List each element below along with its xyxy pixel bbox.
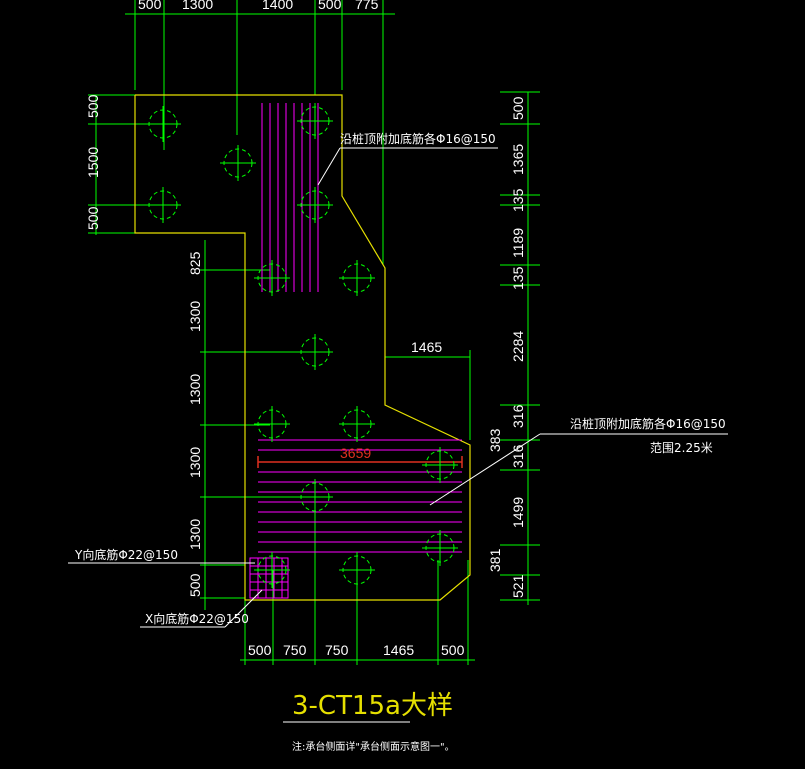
right-lower-dim-4: 1499 — [510, 497, 526, 528]
right-upper-dim-6: 2284 — [510, 331, 526, 362]
pile-3 — [220, 145, 256, 181]
left-lower-dim-4: 1300 — [187, 447, 203, 478]
bottom-dim-4: 1465 — [383, 642, 414, 658]
right-upper-dim-5: 135 — [510, 266, 526, 290]
lower-rebar — [258, 439, 462, 553]
bottom-dim-3: 750 — [325, 642, 349, 658]
left-lower-dim-6: 500 — [187, 573, 203, 597]
bottom-dim-1: 500 — [248, 642, 272, 658]
top-dim-1: 500 — [138, 0, 162, 12]
top-dim-2: 1300 — [182, 0, 213, 12]
pile-11 — [422, 447, 458, 483]
left-lower-dim-2: 1300 — [187, 301, 203, 332]
drawing-footnote: 注:承台侧面详"承台侧面示意图一"。 — [292, 740, 455, 753]
pile-7 — [339, 260, 375, 296]
right-lower-dim-1: 316 — [510, 404, 526, 428]
pile-4 — [145, 187, 181, 223]
left-lower-dim-3: 1300 — [187, 374, 203, 405]
bottom-dim-5: 500 — [441, 642, 465, 658]
right-upper-dim-4: 1189 — [510, 228, 526, 258]
dim-1465-upper: 1465 — [411, 339, 442, 355]
left-lower-dim-1: 825 — [187, 251, 203, 275]
leader-lines — [68, 147, 728, 723]
left-lower-dim-5: 1300 — [187, 519, 203, 550]
pile-8 — [297, 334, 333, 370]
left-upper-dim-1: 500 — [85, 94, 101, 118]
pile-14 — [254, 552, 290, 588]
drawing-title: 3-CT15a大样 — [292, 691, 453, 721]
pile-6 — [254, 260, 290, 296]
pile-10 — [339, 406, 375, 442]
right-lower-dim-5: 381 — [487, 548, 503, 572]
dim-3659-line — [257, 456, 463, 468]
right-upper-dim-2: 1365 — [510, 144, 526, 175]
pile-15 — [339, 552, 375, 588]
annotation-range: 范围2.25米 — [650, 441, 713, 455]
right-lower-dim-2: 383 — [487, 428, 503, 452]
cap-outline — [134, 94, 471, 601]
left-upper-dim-3: 500 — [85, 206, 101, 230]
annotation-pile-top-lower: 沿桩顶附加底筋各Φ16@150 — [570, 416, 726, 431]
top-dim-5: 775 — [355, 0, 379, 12]
right-lower-dim-3: 316 — [510, 444, 526, 468]
pile-5 — [297, 187, 333, 223]
top-dim-4: 500 — [318, 0, 342, 12]
top-dim-3: 1400 — [262, 0, 293, 12]
annotation-y-rebar: Y向底筋Φ22@150 — [74, 547, 178, 562]
pile-1 — [145, 106, 181, 142]
right-upper-dim-3: 135 — [510, 188, 526, 212]
left-upper-dim-2: 1500 — [85, 147, 101, 178]
pile-13 — [422, 530, 458, 566]
pile-12 — [297, 479, 333, 515]
bottom-dim-2: 750 — [283, 642, 307, 658]
right-upper-dim-1: 500 — [510, 96, 526, 120]
upper-rebar — [261, 103, 319, 292]
dim-3659-label: 3659 — [340, 445, 371, 461]
right-lower-dim-6: 521 — [510, 574, 526, 598]
annotation-x-rebar: X向底筋Φ22@150 — [145, 611, 249, 626]
dimension-lines — [88, 0, 540, 665]
rebar-hatch — [249, 557, 289, 599]
pile-2 — [297, 103, 333, 139]
annotation-pile-top-upper: 沿桩顶附加底筋各Φ16@150 — [340, 131, 496, 146]
pile-9 — [254, 406, 290, 442]
piles — [145, 103, 458, 588]
